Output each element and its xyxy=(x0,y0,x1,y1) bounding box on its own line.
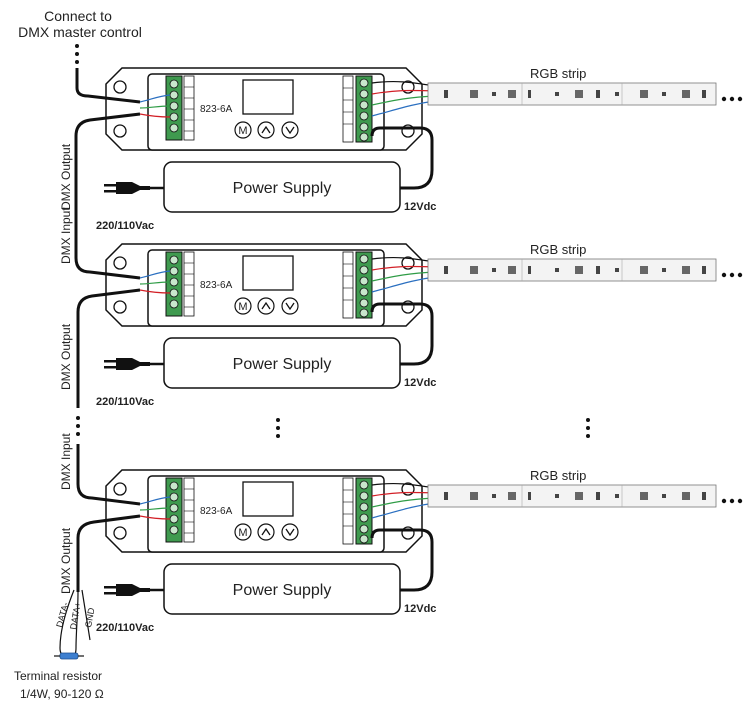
dmx-output-label-1: DMX Output xyxy=(59,143,73,210)
m-button-3[interactable]: M xyxy=(238,527,247,539)
controller-unit-2 xyxy=(102,242,744,390)
rgb-strip-label-1: RGB strip xyxy=(530,66,586,81)
terminal-resistor-spec: 1/4W, 90-120 Ω xyxy=(20,687,104,701)
controller-unit-3 xyxy=(102,468,744,616)
connect-line1: Connect to xyxy=(44,8,112,24)
dc-output-label-3: 12Vdc xyxy=(404,603,436,615)
continuation-dots-right xyxy=(586,418,590,438)
ac-input-label-1: 220/110Vac xyxy=(96,220,154,232)
controller-unit-1 xyxy=(102,66,744,214)
continuation-dots-left xyxy=(76,416,80,436)
model-label-2: 823-6A xyxy=(200,280,233,291)
continuation-dots-top xyxy=(75,44,79,64)
dmx-input-cable-3 xyxy=(76,444,141,506)
gnd-label: GND xyxy=(83,606,96,628)
m-button-2[interactable]: M xyxy=(238,301,247,313)
terminal-resistor-title: Terminal resistor xyxy=(14,669,102,683)
rgb-strip-label-2: RGB strip xyxy=(530,242,586,257)
rgb-strip-label-3: RGB strip xyxy=(530,468,586,483)
dmx-output-cable-3 xyxy=(76,514,141,592)
terminal-resistor xyxy=(54,589,91,660)
connect-line2: DMX master control xyxy=(18,24,142,40)
m-button-1[interactable]: M xyxy=(238,125,247,137)
power-supply-label-1: Power Supply xyxy=(233,180,332,197)
dmx-chain-cable-2 xyxy=(76,288,141,408)
dc-output-label-1: 12Vdc xyxy=(404,201,436,213)
model-label-3: 823-6A xyxy=(200,506,233,517)
dmx-chain-cable-1 xyxy=(74,112,141,280)
ac-input-label-2: 220/110Vac xyxy=(96,396,154,408)
model-label-1: 823-6A xyxy=(200,104,233,115)
dmx-input-cable-1 xyxy=(75,68,141,104)
dmx-output-label-2: DMX Output xyxy=(59,323,73,390)
ac-input-label-3: 220/110Vac xyxy=(96,622,154,634)
power-supply-label-3: Power Supply xyxy=(233,582,332,599)
dc-output-label-2: 12Vdc xyxy=(404,377,436,389)
dmx-input-label-3: DMX Input xyxy=(59,433,73,490)
continuation-dots-middle xyxy=(276,418,280,438)
power-supply-label-2: Power Supply xyxy=(233,356,332,373)
dmx-input-label-2: DMX Input xyxy=(59,207,73,264)
data-plus-label: DATA+ xyxy=(68,601,83,630)
dmx-output-label-3: DMX Output xyxy=(59,527,73,594)
